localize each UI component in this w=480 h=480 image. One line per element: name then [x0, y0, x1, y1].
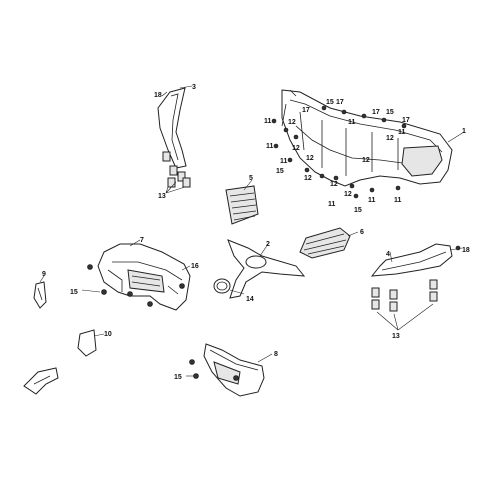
callout-12-d: 12: [304, 175, 312, 182]
callout-15-lower: 15: [174, 374, 182, 381]
callout-12-c: 12: [306, 155, 314, 162]
part-8-lower-fairing: [186, 343, 273, 397]
callout-12-h: 12: [386, 135, 394, 142]
callout-16: 16: [191, 263, 199, 270]
part-10-cover: [77, 329, 105, 357]
callout-17-a: 17: [336, 99, 344, 106]
callout-17-c: 17: [372, 109, 380, 116]
callout-1: 1: [462, 128, 466, 135]
callout-11-b: 11: [266, 143, 274, 150]
callout-12-b: 12: [292, 145, 300, 152]
callout-11-c: 11: [280, 158, 288, 165]
callout-12-e: 12: [330, 181, 338, 188]
callout-15-frame-a: 15: [276, 168, 284, 175]
callout-15-frame-c: 15: [386, 109, 394, 116]
part-6-mesh-grille: [299, 227, 359, 259]
part-7-front-bumper: [81, 239, 191, 311]
part-1-front-frame: [271, 89, 465, 199]
callout-11-h: 11: [398, 129, 406, 136]
callout-14: 14: [246, 296, 254, 303]
callout-9: 9: [42, 271, 46, 278]
part-9-bracket: [33, 275, 47, 309]
part-14-emblem: [213, 278, 245, 295]
callout-11-f: 11: [394, 197, 402, 204]
callout-5: 5: [249, 175, 253, 182]
part-4-side-panel: [370, 243, 463, 331]
callout-15-frame-d: 15: [354, 207, 362, 214]
callout-4: 4: [386, 251, 390, 258]
callout-15-frame-b: 15: [326, 99, 334, 106]
callout-6: 6: [360, 229, 364, 236]
callout-12-g: 12: [362, 157, 370, 164]
callout-10: 10: [104, 331, 112, 338]
callout-13-left: 13: [158, 193, 166, 200]
callout-11-a: 11: [264, 118, 272, 125]
callout-15-bumper: 15: [70, 289, 78, 296]
callout-3: 3: [192, 84, 196, 91]
callout-11-e: 11: [368, 197, 376, 204]
callout-13-right: 13: [392, 333, 400, 340]
callout-17-d: 17: [402, 117, 410, 124]
callout-7: 7: [140, 237, 144, 244]
callout-2: 2: [266, 241, 270, 248]
callout-17-b: 17: [302, 107, 310, 114]
callout-18-top: 18: [154, 92, 162, 99]
callout-12-f: 12: [344, 191, 352, 198]
front-direction-arrow-icon: [23, 367, 59, 395]
callout-8: 8: [274, 351, 278, 358]
callout-labels: 1 2 3 4 5 6 7 8 9 10 18 18 13 13 14 16 1…: [42, 84, 470, 381]
part-2-nose-piece: [227, 239, 306, 299]
part-3-side-strip: [157, 85, 193, 194]
callout-11-d: 11: [328, 201, 336, 208]
part-5-grille: [225, 179, 259, 225]
callout-12-a: 12: [288, 119, 296, 126]
callout-11-g: 11: [348, 119, 356, 126]
callout-18-right: 18: [462, 247, 470, 254]
